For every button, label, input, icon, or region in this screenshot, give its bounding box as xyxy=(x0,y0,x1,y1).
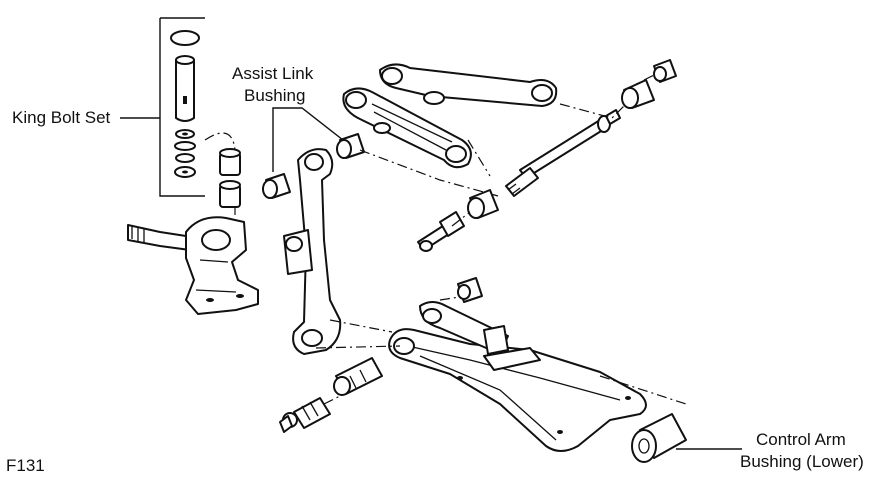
king-bolt-bushings xyxy=(219,148,241,208)
steering-knuckle xyxy=(127,216,259,315)
lower-control-arm-bushing xyxy=(631,413,687,463)
lower-arm-top-nut xyxy=(457,277,483,303)
control-arm-label-line1: Control Arm xyxy=(756,430,846,449)
king-bolt-cap xyxy=(170,30,200,46)
king-bolt-set-label: King Bolt Set xyxy=(12,108,111,127)
assist-link-label-line2: Bushing xyxy=(244,86,306,105)
upper-control-arm-rear xyxy=(342,87,472,169)
lower-left-bushing xyxy=(333,357,383,396)
king-bolt-pin xyxy=(175,55,195,122)
control-arm-label-line2: Bushing (Lower) xyxy=(740,452,864,471)
king-bolt-washers xyxy=(174,129,196,178)
king-bolt-bracket xyxy=(120,17,205,197)
assist-link-label-line1: Assist Link xyxy=(232,64,314,83)
lower-left-bolt xyxy=(279,397,331,433)
upper-arm-bushing xyxy=(467,189,499,219)
strut-rod xyxy=(505,109,621,197)
lower-control-arm xyxy=(388,301,647,452)
assist-link-bushing-left xyxy=(262,173,291,199)
top-right-bushing xyxy=(621,79,655,109)
figure-code: F131 xyxy=(6,456,45,475)
top-right-nut xyxy=(643,59,677,83)
assist-link-arm xyxy=(283,148,342,355)
upper-arm-bolt xyxy=(417,211,471,252)
assist-link-leaders xyxy=(272,107,344,172)
upper-control-arm-front xyxy=(379,63,558,107)
